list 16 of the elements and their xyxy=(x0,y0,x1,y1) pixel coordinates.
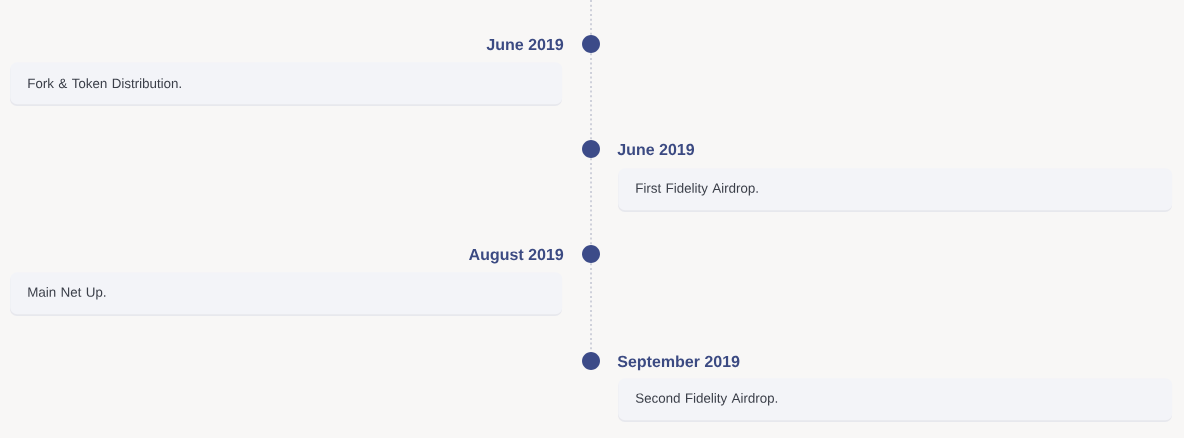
timeline-line xyxy=(590,262,592,353)
date-heading: August 2019 xyxy=(469,248,564,264)
timeline-dot xyxy=(582,35,600,53)
date-heading: June 2019 xyxy=(486,38,564,51)
timeline-dot xyxy=(582,140,600,158)
date-heading: June 2019 xyxy=(617,143,695,156)
timeline-line xyxy=(590,157,592,246)
timeline-line xyxy=(590,0,592,36)
event-card: Main Net Up. xyxy=(10,272,563,316)
timeline-line xyxy=(590,52,592,141)
event-card: Fork & Token Distribution. xyxy=(10,62,563,106)
timeline-dot xyxy=(582,245,600,263)
date-heading: September 2019 xyxy=(617,355,740,371)
event-card: Second Fidelity Airdrop. xyxy=(618,378,1173,422)
event-card: First Fidelity Airdrop. xyxy=(618,168,1173,212)
timeline-dot xyxy=(582,352,600,370)
